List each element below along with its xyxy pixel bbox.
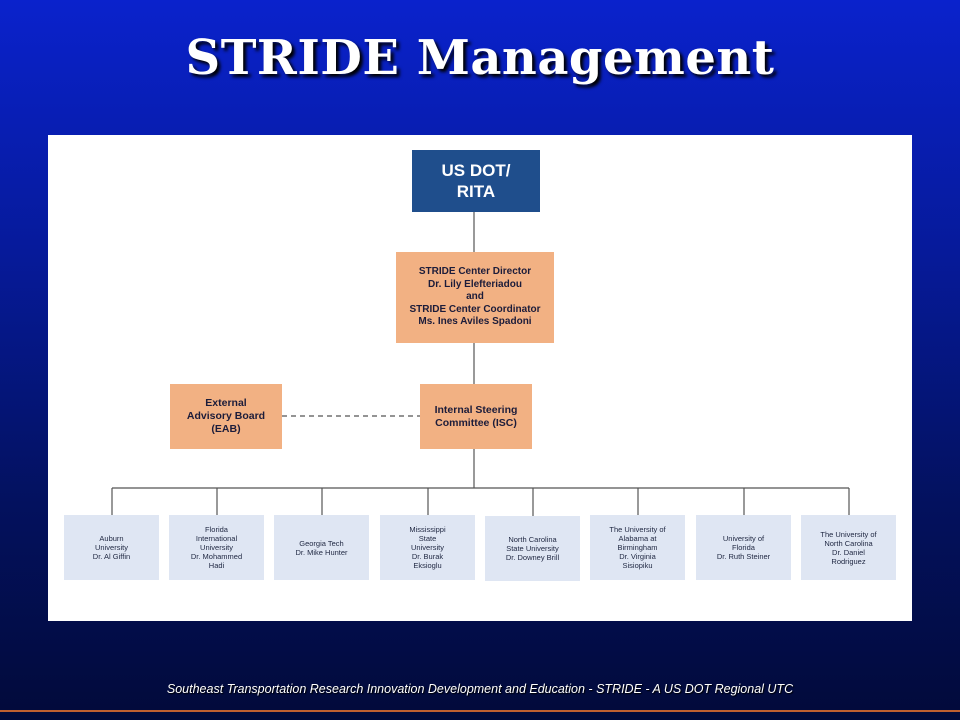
slide-title: STRIDE Management: [185, 30, 775, 86]
isc-label: Internal Steering Committee (ISC): [434, 403, 518, 429]
footer-rule: [0, 710, 960, 712]
isc-box: Internal Steering Committee (ISC): [420, 384, 532, 449]
org-chart-connectors: [111, 212, 850, 516]
university-box-mississippi-state: Mississippi State University Dr. Burak E…: [380, 515, 475, 580]
university-label: The University of Alabama at Birmingham …: [609, 525, 666, 570]
director-label: STRIDE Center Director Dr. Lily Elefteri…: [409, 266, 541, 328]
director-box: STRIDE Center Director Dr. Lily Elefteri…: [396, 252, 554, 343]
university-label: Auburn University Dr. Al Giffin: [92, 534, 131, 561]
university-box-uab: The University of Alabama at Birmingham …: [590, 515, 685, 580]
us-dot-rita-box: US DOT/ RITA: [412, 150, 540, 212]
university-label: Georgia Tech Dr. Mike Hunter: [295, 538, 348, 557]
org-chart-panel: US DOT/ RITA STRIDE Center Director Dr. …: [48, 135, 912, 621]
university-box-unc: The University of North Carolina Dr. Dan…: [801, 515, 896, 580]
university-label: The University of North Carolina Dr. Dan…: [820, 529, 877, 566]
us-dot-rita-label: US DOT/ RITA: [441, 161, 511, 201]
slide-footer: Southeast Transportation Research Innova…: [166, 682, 794, 696]
university-label: Florida International University Dr. Moh…: [190, 525, 243, 570]
eab-box: External Advisory Board (EAB): [170, 384, 282, 449]
university-box-fiu: Florida International University Dr. Moh…: [169, 515, 264, 580]
university-label: North Carolina State University Dr. Down…: [505, 535, 560, 562]
university-label: Mississippi State University Dr. Burak E…: [409, 525, 446, 570]
eab-label: External Advisory Board (EAB): [186, 397, 266, 435]
university-box-uf: University of Florida Dr. Ruth Steiner: [696, 515, 791, 580]
university-box-auburn: Auburn University Dr. Al Giffin: [64, 515, 159, 580]
university-box-nc-state: North Carolina State University Dr. Down…: [485, 516, 580, 581]
university-box-georgia-tech: Georgia Tech Dr. Mike Hunter: [274, 515, 369, 580]
university-label: University of Florida Dr. Ruth Steiner: [716, 534, 771, 561]
